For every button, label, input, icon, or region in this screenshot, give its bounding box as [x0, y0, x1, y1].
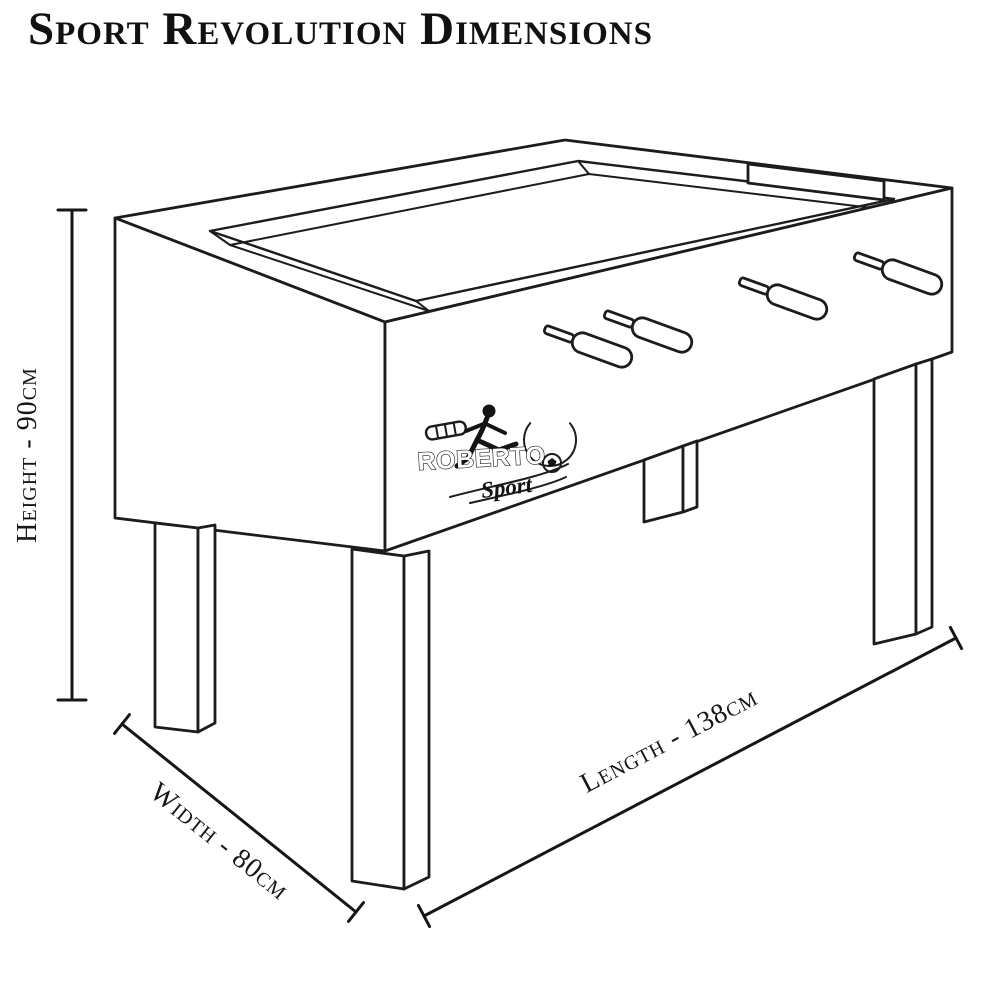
width-dimension-line [120, 722, 358, 914]
player-leg-kicking [474, 437, 519, 453]
soccer-ball-icon [542, 453, 562, 473]
length-dimension-line [422, 636, 958, 918]
player-head [482, 404, 496, 418]
length-dimension: Length - 138cm [416, 625, 964, 929]
grip-stripe [452, 421, 457, 437]
recess-corner-line [577, 160, 590, 175]
logo-swash-line [469, 476, 567, 504]
back-leg [642, 439, 699, 524]
front-leg [350, 547, 431, 891]
grip-stripe [443, 423, 449, 438]
height-label: Height - 90cm [12, 367, 43, 543]
recess-corner-line [415, 300, 430, 312]
left-leg [153, 521, 217, 734]
length-label: Length - 138cm [575, 681, 762, 799]
player-arm-front [484, 422, 507, 435]
height-dimension: Height - 90cm [12, 208, 88, 702]
swoosh-circle [523, 413, 577, 467]
cabinet-long-face [383, 186, 954, 553]
length-end-tick [948, 625, 964, 651]
leg-front-face [350, 547, 406, 891]
foosball-rod-icon [424, 420, 467, 441]
rod-handle-2 [602, 309, 694, 354]
motion-swoosh [523, 413, 577, 467]
goal-box [746, 162, 886, 202]
handle-grip [880, 258, 944, 296]
handle-grip [570, 331, 634, 369]
ball-outline [542, 453, 562, 473]
soccer-player-icon [454, 404, 519, 469]
logo-swash-line [449, 463, 569, 498]
leg-side-face [196, 523, 217, 734]
player-leg-standing [454, 437, 480, 469]
ball-pentagon [547, 458, 557, 467]
table-legs [153, 357, 934, 891]
leg-front-face [642, 444, 685, 524]
width-end-tick [347, 901, 365, 923]
rod-handle-4 [852, 251, 944, 296]
rod-handles [542, 251, 944, 369]
grip-stripe [434, 424, 440, 440]
right-leg [872, 357, 934, 646]
leg-side-face [681, 439, 699, 514]
leg-front-face [872, 362, 918, 646]
handle-grip [630, 316, 694, 354]
length-end-tick [416, 903, 432, 929]
recess-corner-line [209, 230, 231, 246]
logo-brand-text: ROBERTO [417, 441, 546, 476]
page-title: Sport Revolution Dimensions [28, 3, 653, 55]
player-arm-back [464, 421, 488, 433]
rod-handle-3 [737, 276, 829, 321]
rod-handle-1 [542, 324, 634, 369]
leg-side-face [914, 357, 934, 636]
leg-front-face [153, 521, 200, 734]
roberto-sport-logo: ROBERTO Sport [416, 404, 577, 504]
table-drawing: ROBERTO Sport [113, 138, 954, 891]
width-label: Width - 80cm [144, 776, 295, 906]
leg-side-face [402, 549, 431, 891]
width-dimension: Width - 80cm [113, 713, 365, 923]
width-end-tick [113, 713, 131, 735]
handle-grip [765, 283, 829, 321]
